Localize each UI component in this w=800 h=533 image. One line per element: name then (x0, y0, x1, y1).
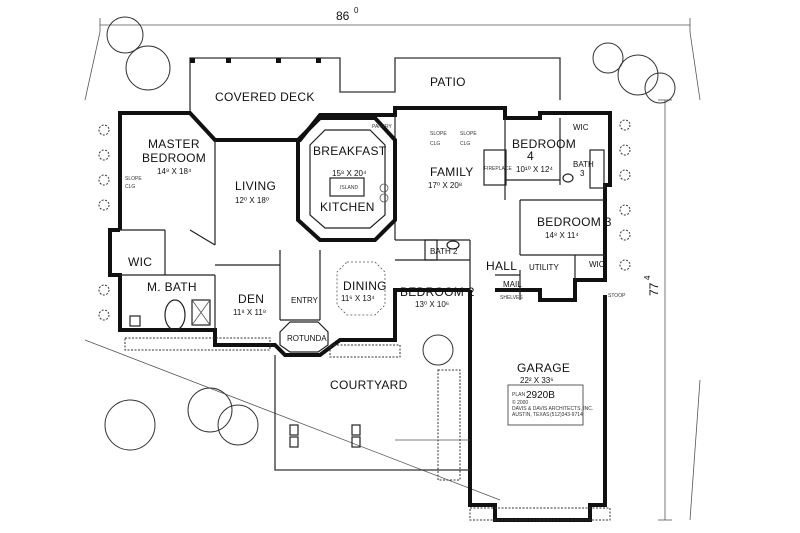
garage-label: GARAGE (517, 361, 570, 375)
firm-city: AUSTIN, TEXAS (512, 412, 550, 418)
tree-icon (617, 54, 659, 96)
bedroom-4-label-b: 4 (527, 149, 534, 163)
overall-width-dimension: 86 0 (99, 6, 691, 32)
bedroom-4-dim: 10¹⁰ X 12⁴ (516, 165, 553, 174)
rotunda-label: ROTUNDA (287, 334, 327, 343)
firm-name: DAVIS & DAVIS ARCHITECTS, INC. (512, 406, 593, 412)
lot-lines (84, 31, 701, 521)
clg-label: CLG (125, 184, 135, 190)
living-dim: 12⁰ X 18⁰ (235, 196, 269, 205)
overall-depth-dimension: 77 4 (643, 99, 672, 521)
bedroom-2-dim: 13⁰ X 10⁶ (415, 300, 449, 309)
patio-label: PATIO (430, 75, 466, 89)
tree-icon (422, 334, 454, 366)
pantry-label: PANTRY (372, 124, 392, 130)
tree-icon (106, 16, 144, 54)
fireplace-shape (483, 149, 507, 186)
dining-label: DINING (343, 279, 387, 293)
den-dim: 11⁸ X 11⁸ (233, 308, 266, 317)
slope-label-2: SLOPE (430, 131, 447, 137)
tree-icon (217, 404, 259, 446)
fireplace-label: FIREPLACE (484, 166, 512, 172)
entry-label: ENTRY (291, 296, 319, 305)
dining-octagon (336, 261, 386, 316)
bath-2-fixtures (424, 239, 460, 261)
room-labels: MASTER BEDROOM 14⁸ X 18⁴ SLOPE CLG LIVIN… (125, 123, 626, 392)
copyright: © 2000 (512, 399, 528, 406)
bath-3-label-a: BATH (573, 160, 594, 169)
overall-width-sup: 0 (354, 6, 359, 15)
family-label: FAMILY (430, 165, 474, 179)
plan-number: 2920B (526, 390, 555, 401)
kitchen-octagon (296, 116, 397, 242)
hall-label: HALL (486, 259, 517, 273)
slope-label: SLOPE (125, 176, 142, 182)
firm-phone: (512)343-9714 (550, 412, 583, 418)
rotunda-shape (279, 321, 329, 353)
dining-dim: 11⁶ X 13⁴ (341, 294, 375, 303)
overall-depth-sup: 4 (643, 275, 652, 280)
courtyard-area (274, 355, 470, 471)
plan-label: PLAN (512, 392, 525, 398)
tree-icon (592, 42, 624, 74)
overall-depth-label: 77 (647, 282, 661, 296)
covered-deck-label: COVERED DECK (215, 90, 315, 104)
covered-deck: COVERED DECK PATIO (189, 57, 561, 115)
landscaping (98, 16, 676, 521)
tree-icon (125, 45, 171, 91)
stoop-label: STOOP (608, 293, 626, 299)
mail-label: MAIL (503, 280, 522, 289)
clg-label-2: CLG (430, 141, 440, 147)
kitchen-label: KITCHEN (320, 200, 375, 214)
master-bath-fixtures (129, 299, 211, 331)
den-label: DEN (238, 292, 264, 306)
bath-2-label: BATH 2 (430, 247, 458, 256)
garage-dim: 22² X 33⁶ (520, 376, 554, 385)
breakfast-dim: 15⁸ X 20⁴ (332, 169, 367, 178)
bedroom-3-label: BEDROOM 3 (537, 215, 612, 229)
master-bedroom-label-1: MASTER (148, 137, 200, 151)
living-label: LIVING (235, 179, 276, 193)
island-label: ISLAND (340, 185, 358, 191)
shelves-label: SHELVES (500, 295, 523, 301)
tree-icon (644, 72, 676, 104)
bath-3-label-b: 3 (580, 169, 585, 178)
overall-width-label: 86 (336, 9, 350, 23)
exterior-walls (108, 106, 612, 522)
family-dim: 17⁰ X 20⁸ (428, 181, 462, 190)
courtyard-label: COURTYARD (330, 378, 408, 392)
clg-label-3: CLG (460, 141, 470, 147)
master-bedroom-label-2: BEDROOM (142, 151, 206, 165)
title-block: PLAN 2920B © 2000 DAVIS & DAVIS ARCHITEC… (507, 384, 593, 426)
bedroom-4-label-a: BEDROOM (512, 137, 576, 151)
slope-label-3: SLOPE (460, 131, 477, 137)
wic-b3-label: WIC (589, 260, 605, 269)
bath-3-fixtures (562, 149, 605, 189)
bedroom-2-label: BEDROOM 2 (400, 285, 475, 299)
breakfast-label: BREAKFAST (313, 144, 387, 158)
wic-master-label: WIC (128, 255, 152, 269)
m-bath-label: M. BATH (147, 280, 197, 294)
master-bedroom-dim: 14⁸ X 18⁴ (157, 167, 192, 176)
wic-b4-label: WIC (573, 123, 589, 132)
utility-label: UTILITY (529, 263, 559, 272)
tree-icon (187, 387, 233, 433)
tree-icon (104, 399, 156, 451)
bedroom-3-dim: 14⁸ X 11⁴ (545, 231, 579, 240)
